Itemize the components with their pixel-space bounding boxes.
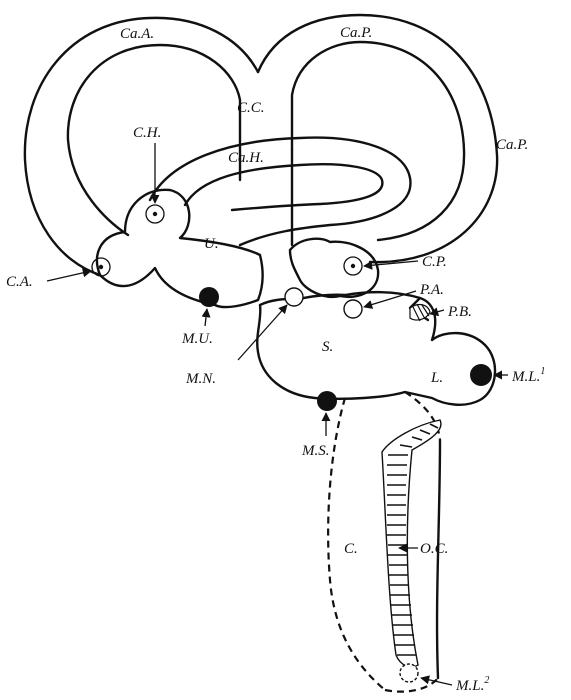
- anterior-canal-outer: [25, 18, 258, 275]
- macula-lagenae-1: [470, 364, 492, 386]
- label-m-n: M.N.: [185, 371, 216, 387]
- label-c-a: C.A.: [6, 274, 33, 290]
- arrow-mn: [238, 305, 287, 360]
- arrow-ca: [47, 271, 91, 281]
- crista-anterior: [92, 258, 110, 276]
- utricle-outline: [97, 190, 263, 307]
- macula-lagenae-2: [400, 664, 418, 682]
- label-m-l1-sup: 1: [540, 366, 545, 377]
- label-s: S.: [322, 339, 333, 355]
- label-ca-p-right: Ca.P.: [496, 137, 528, 153]
- label-m-l2: M.L.2: [455, 675, 489, 694]
- label-m-l2-sup: 2: [484, 675, 489, 686]
- label-m-l1: M.L.1: [511, 366, 545, 385]
- label-ca-a: Ca.A.: [120, 26, 154, 42]
- cochlear-duct-right-lower: [437, 440, 440, 678]
- label-c-h: C.H.: [133, 125, 161, 141]
- label-l: L.: [430, 370, 443, 386]
- label-o-c: O.C.: [420, 541, 448, 557]
- macula-utriculi: [199, 287, 219, 307]
- label-m-u: M.U.: [181, 331, 213, 347]
- label-c: C.: [344, 541, 358, 557]
- pointer-arrows: [47, 143, 508, 685]
- label-ca-h: Ca.H.: [228, 150, 264, 166]
- crista-posterior: [344, 257, 362, 275]
- arrow-mu: [205, 309, 207, 326]
- label-u: U.: [204, 236, 219, 252]
- macula-sacculi: [317, 391, 337, 411]
- crista-horizontal: [146, 205, 164, 223]
- label-p-a: P.A.: [419, 282, 444, 298]
- horizontal-canal-inner: [185, 164, 382, 210]
- posterior-canal-inner: [292, 42, 464, 240]
- label-c-c: C.C.: [237, 100, 265, 116]
- cp-ampulla: [290, 239, 378, 297]
- papilla-amphibiorum: [344, 300, 362, 318]
- label-ca-p-top: Ca.P.: [340, 25, 372, 41]
- label-c-p: C.P.: [422, 254, 447, 270]
- macula-neglecta: [285, 288, 303, 306]
- horizontal-canal-outer: [150, 138, 410, 245]
- label-p-b: P.B.: [447, 304, 472, 320]
- label-m-s: M.S.: [301, 443, 330, 459]
